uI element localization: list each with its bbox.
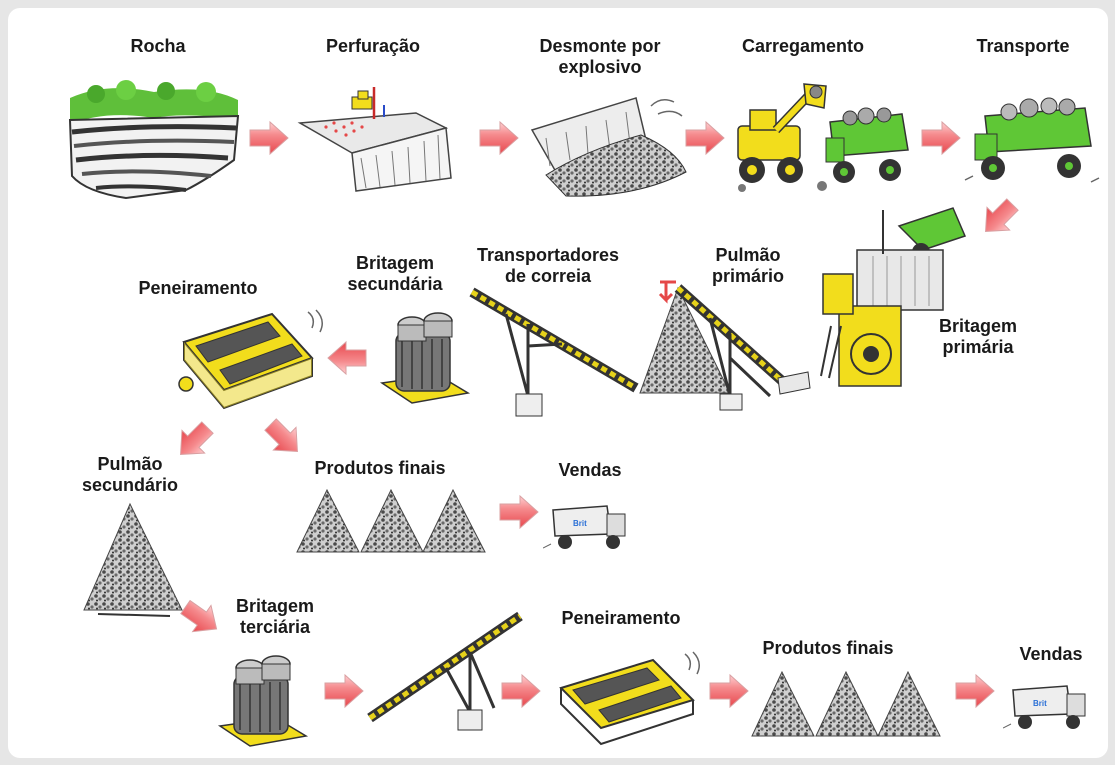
label-transporte: Transporte xyxy=(976,36,1070,56)
flow-arrow-icon xyxy=(326,340,368,376)
flow-arrow-icon xyxy=(920,120,962,156)
conveyor-icon xyxy=(674,284,811,411)
label-peneiramento-1: Peneiramento xyxy=(138,278,258,298)
flow-arrow-icon xyxy=(971,190,1026,245)
label-produtos-finais-1: Produtos finais xyxy=(314,458,446,478)
flow-arrow-icon xyxy=(498,494,540,530)
label-peneiramento-2: Peneiramento xyxy=(561,608,681,628)
label-carregamento: Carregamento xyxy=(741,36,865,56)
sales-truck-icon: Brit xyxy=(1003,685,1086,729)
label-perfuracao: Perfuração xyxy=(325,36,421,56)
flow-arrow-icon xyxy=(684,120,726,156)
flow-arrow-icon xyxy=(248,120,290,156)
label-rocha: Rocha xyxy=(130,36,186,56)
svg-text:Brit: Brit xyxy=(1033,699,1047,708)
dump-truck-icon xyxy=(964,97,1100,183)
flow-arrow-icon xyxy=(256,410,311,465)
dump-truck-icon xyxy=(825,107,909,183)
stockpile-icon xyxy=(751,670,941,737)
flow-arrow-icon xyxy=(708,673,750,709)
primary-crusher-icon xyxy=(820,207,967,387)
flow-arrow-icon xyxy=(478,120,520,156)
flow-arrow-icon xyxy=(323,673,365,709)
stockpile-icon xyxy=(83,502,183,617)
rock-layers-icon xyxy=(68,80,240,200)
label-vendas-2: Vendas xyxy=(1019,644,1083,664)
vibrating-screen-icon xyxy=(178,309,323,410)
blast-rubble-icon xyxy=(530,97,687,197)
conveyor-icon xyxy=(367,611,523,731)
label-vendas-1: Vendas xyxy=(558,460,622,480)
flow-arrow-icon xyxy=(954,673,996,709)
label-produtos-finais-2: Produtos finais xyxy=(762,638,894,658)
flow-arrow-icon xyxy=(500,673,542,709)
sales-truck-icon: Brit xyxy=(543,505,626,549)
stockpile-icon xyxy=(296,488,486,553)
cone-crusher-icon xyxy=(379,312,471,404)
loader-icon xyxy=(737,83,909,192)
svg-text:Brit: Brit xyxy=(573,519,587,528)
vibrating-screen-icon xyxy=(559,651,700,746)
cone-crusher-icon xyxy=(217,655,309,747)
stockpile-icon xyxy=(639,280,811,411)
conveyor-icon xyxy=(469,287,639,417)
drill-rig-icon xyxy=(297,87,452,192)
